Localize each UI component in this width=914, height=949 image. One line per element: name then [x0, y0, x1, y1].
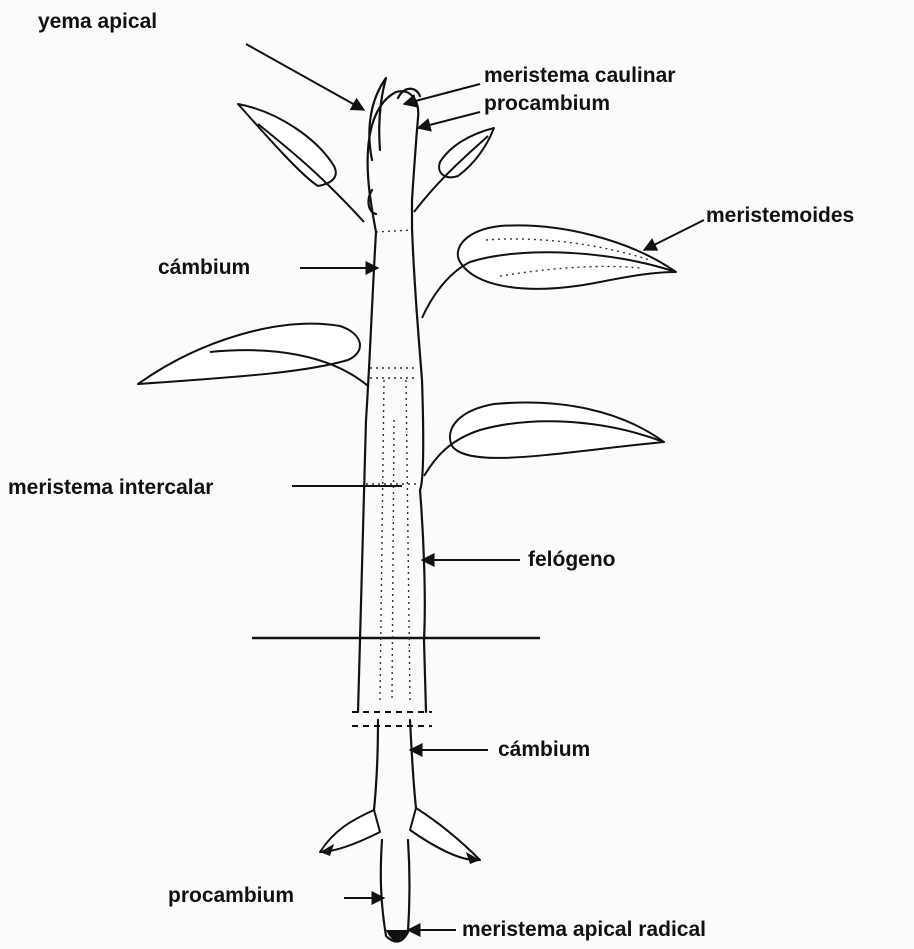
root-branch-left	[320, 810, 380, 852]
node-band-mid	[370, 368, 416, 378]
leaf-left	[138, 324, 360, 384]
leaf-upper-left	[238, 104, 336, 186]
label-procambium-bottom: procambium	[168, 884, 294, 907]
plant-drawing	[138, 78, 676, 942]
apical-bud	[369, 78, 386, 160]
label-meristema-intercalar: meristema intercalar	[8, 476, 213, 499]
label-meristemoides: meristemoides	[706, 204, 854, 227]
cambium-band-top	[376, 230, 412, 232]
labels: yema apical meristema caulinar procambiu…	[8, 10, 854, 941]
leader-meristemoides	[644, 220, 704, 250]
label-meristema-apical-radical: meristema apical radical	[462, 918, 706, 941]
leader-meristema-caulinar	[404, 84, 480, 104]
stem	[358, 228, 426, 712]
label-procambium-top: procambium	[484, 92, 610, 115]
label-yema-apical: yema apical	[38, 10, 157, 33]
leader-procambium-top	[418, 112, 480, 128]
label-felogeno: felógeno	[528, 548, 616, 571]
leaf-upper-right	[439, 128, 494, 177]
leader-yema-apical	[246, 44, 364, 110]
label-meristema-caulinar: meristema caulinar	[484, 64, 675, 87]
shoot-apex	[368, 91, 419, 232]
root-branch-right	[410, 808, 480, 860]
stem-cut-band	[352, 712, 432, 726]
label-cambium-top: cámbium	[158, 256, 250, 279]
label-cambium-bottom: cámbium	[498, 738, 590, 761]
